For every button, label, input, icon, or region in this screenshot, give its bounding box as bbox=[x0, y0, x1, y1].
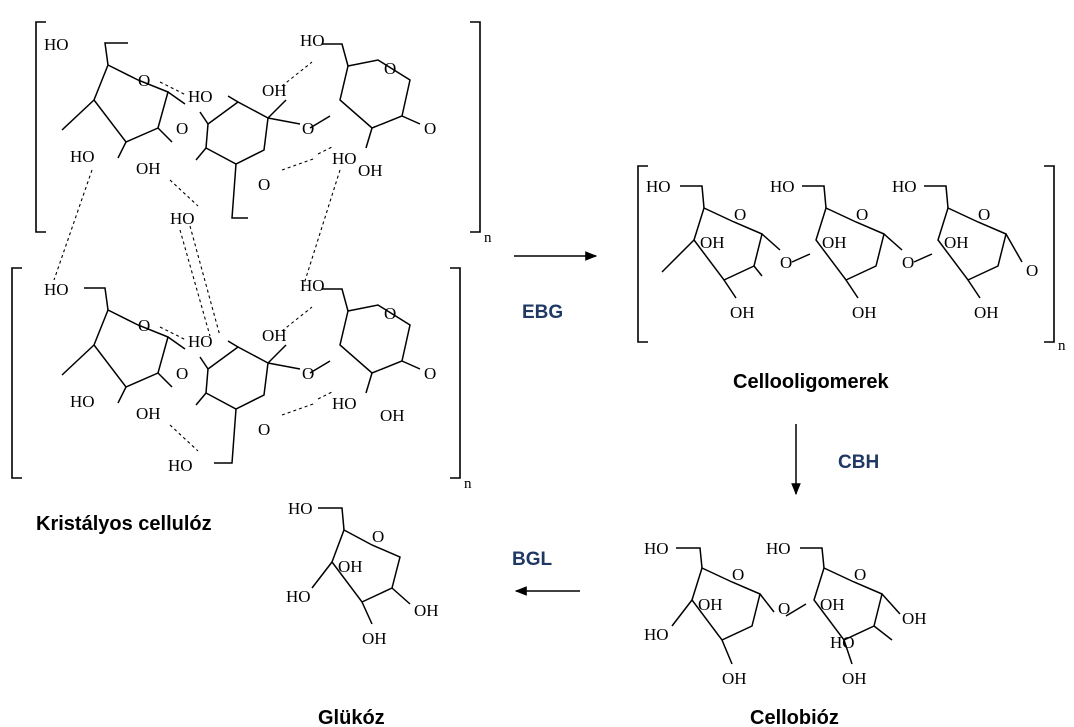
atom-label: OH bbox=[338, 557, 363, 576]
atom-label: O bbox=[258, 420, 270, 439]
atom-label: HO bbox=[644, 539, 669, 558]
atom-label: O bbox=[302, 119, 314, 138]
glucose-structure bbox=[311, 507, 411, 625]
atom-label: HO bbox=[286, 587, 311, 606]
atom-label: O bbox=[258, 175, 270, 194]
atom-label: HO bbox=[300, 276, 325, 295]
atom-label: O bbox=[978, 205, 990, 224]
atom-label: HO bbox=[892, 177, 917, 196]
atom-label: OH bbox=[362, 629, 387, 648]
atom-label: HO bbox=[70, 147, 95, 166]
atom-label: OH bbox=[730, 303, 755, 322]
atom-label: HO bbox=[300, 31, 325, 50]
atom-label: O bbox=[424, 364, 436, 383]
atom-label: OH bbox=[700, 233, 725, 252]
atom-label: O bbox=[1026, 261, 1038, 280]
atom-label: O bbox=[384, 304, 396, 323]
cellooligomer-labels: HO O OH OH HO O O OH OH HO O O OH OH O n bbox=[646, 177, 1066, 354]
atom-label: HO bbox=[766, 539, 791, 558]
cellobiose-structure bbox=[671, 547, 901, 665]
atom-label: OH bbox=[262, 81, 287, 100]
atom-label: HO bbox=[170, 209, 195, 228]
atom-label: OH bbox=[820, 595, 845, 614]
cellobiose-label: Cellobióz bbox=[750, 707, 839, 727]
atom-label: O bbox=[176, 364, 188, 383]
atom-label: OH bbox=[136, 159, 161, 178]
crystalline-upper-chain bbox=[61, 42, 421, 219]
atom-label: O bbox=[302, 364, 314, 383]
atom-label: O bbox=[778, 599, 790, 618]
atom-label: OH bbox=[852, 303, 877, 322]
atom-label: O bbox=[856, 205, 868, 224]
crystalline-upper-labels: HO O HO HO OH O OH HO HO O O O O OH HO n bbox=[44, 31, 492, 246]
cellooligomer-chain bbox=[661, 185, 1023, 299]
atom-label: OH bbox=[698, 595, 723, 614]
atom-label: OH bbox=[944, 233, 969, 252]
atom-label: HO bbox=[288, 499, 313, 518]
ebg-enzyme-label: EBG bbox=[522, 302, 563, 323]
repeat-index: n bbox=[1058, 338, 1066, 354]
repeat-index: n bbox=[464, 476, 472, 492]
cbh-enzyme-label: CBH bbox=[838, 452, 879, 473]
cellooligomer-brackets bbox=[637, 165, 1055, 343]
atom-label: HO bbox=[44, 35, 69, 54]
crystalline-lower-labels: HO O HO HO OH O OH HO HO O O O O OH HO n bbox=[44, 276, 472, 492]
atom-label: O bbox=[138, 71, 150, 90]
atom-label: HO bbox=[830, 633, 855, 652]
atom-label: HO bbox=[332, 394, 357, 413]
atom-label: OH bbox=[842, 669, 867, 688]
atom-label: O bbox=[372, 527, 384, 546]
atom-label: OH bbox=[136, 404, 161, 423]
atom-label: OH bbox=[380, 406, 405, 425]
crystalline-upper-hbonds bbox=[159, 61, 335, 207]
cellooligomers-label: Cellooligomerek bbox=[733, 371, 889, 393]
atom-label: HO bbox=[70, 392, 95, 411]
atom-label: OH bbox=[722, 669, 747, 688]
atom-label: O bbox=[424, 119, 436, 138]
atom-label: O bbox=[138, 316, 150, 335]
atom-label: O bbox=[902, 253, 914, 272]
crystalline-interchain-hbonds bbox=[53, 169, 341, 337]
crystalline-cellulose-brackets bbox=[11, 21, 481, 479]
cellobiose-labels: HO O OH HO OH HO O O OH OH HO OH bbox=[644, 539, 927, 688]
crystalline-lower-chain bbox=[61, 287, 421, 464]
atom-label: HO bbox=[646, 177, 671, 196]
atom-label: O bbox=[732, 565, 744, 584]
atom-label: HO bbox=[770, 177, 795, 196]
bgl-enzyme-label: BGL bbox=[512, 549, 553, 570]
crystalline-cellulose-label: Kristályos cellulóz bbox=[36, 513, 212, 535]
atom-label: O bbox=[176, 119, 188, 138]
atom-label: O bbox=[780, 253, 792, 272]
glucose-labels: HO O OH HO OH OH bbox=[286, 499, 439, 648]
atom-label: HO bbox=[188, 87, 213, 106]
atom-label: OH bbox=[974, 303, 999, 322]
atom-label: O bbox=[384, 59, 396, 78]
crystalline-lower-hbonds bbox=[159, 306, 335, 452]
repeat-index: n bbox=[484, 230, 492, 246]
atom-label: HO bbox=[168, 456, 193, 475]
atom-label: O bbox=[734, 205, 746, 224]
atom-label: HO bbox=[332, 149, 357, 168]
atom-label: OH bbox=[262, 326, 287, 345]
atom-label: HO bbox=[44, 280, 69, 299]
atom-label: OH bbox=[902, 609, 927, 628]
atom-label: OH bbox=[822, 233, 847, 252]
atom-label: HO bbox=[644, 625, 669, 644]
atom-label: OH bbox=[414, 601, 439, 620]
glucose-label: Glükóz bbox=[318, 707, 385, 727]
atom-label: HO bbox=[188, 332, 213, 351]
atom-label: OH bbox=[358, 161, 383, 180]
atom-label: O bbox=[854, 565, 866, 584]
